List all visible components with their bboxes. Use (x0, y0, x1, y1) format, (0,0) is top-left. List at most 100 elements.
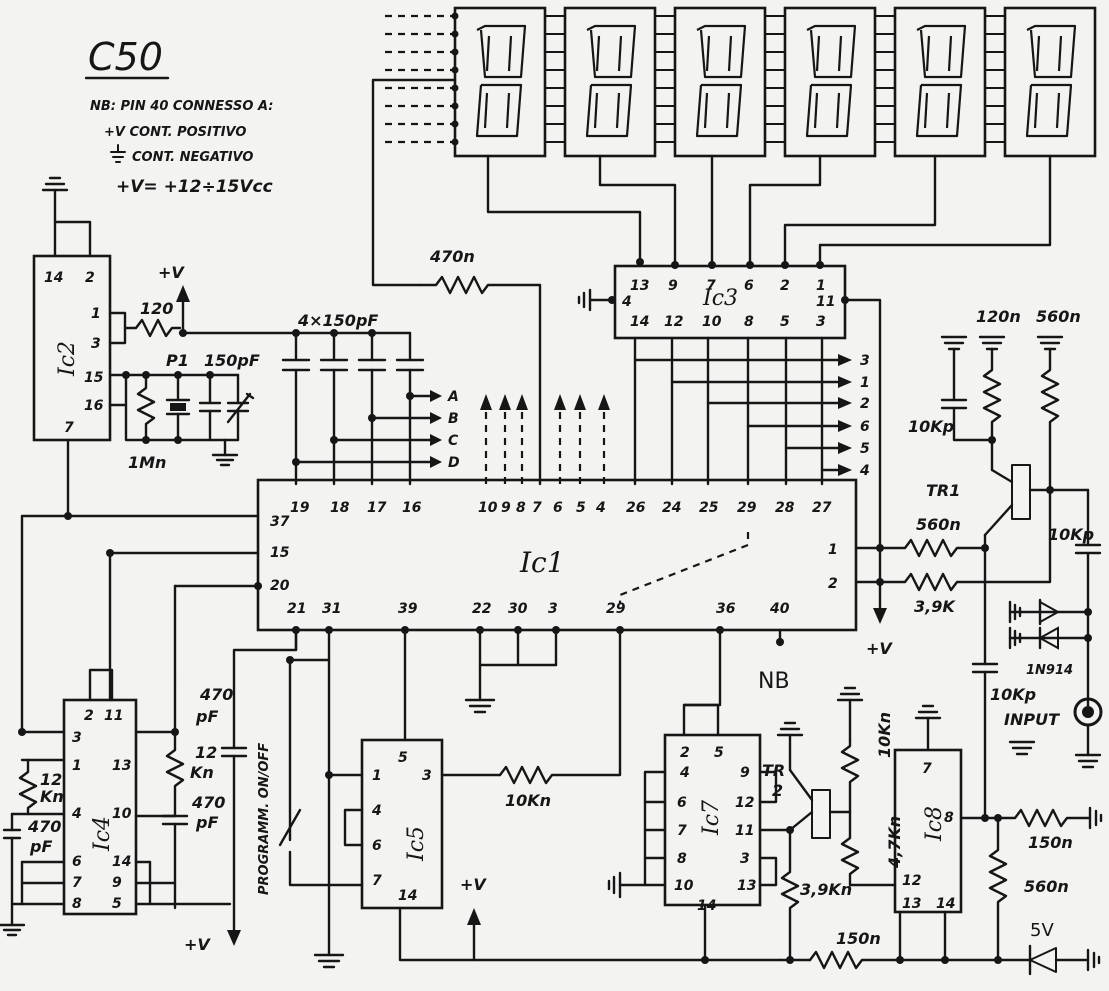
ic7-pin: 9 (740, 765, 750, 781)
display-segment-top (586, 24, 637, 79)
ic1-pin: 1 (828, 542, 838, 558)
ic1-top-dashed-outputs (480, 394, 610, 484)
ic1-pin: 36 (716, 601, 736, 617)
capacitor-bank-label: 4×150pF (297, 311, 378, 330)
ic2-body (32, 254, 112, 442)
ic1-pin: 3 (548, 601, 558, 617)
ic4-pin: 1 (72, 758, 82, 774)
ic3-pin: 6 (744, 278, 754, 294)
display-segment-inner (947, 35, 953, 72)
ic1-pin: 29 (737, 500, 757, 516)
capacitor-bank: 4×150pF A B C D (178, 311, 460, 486)
resistor-120-tr1-label: 120n (976, 307, 1021, 326)
resistor-1m-label: 1Mn (128, 453, 166, 472)
diodes-label: 1N914 (1026, 663, 1073, 678)
ic3-pin: 7 (706, 278, 716, 294)
ic7-pin-labels: 2 5 4 9 6 12 7 11 8 3 10 13 14 (674, 745, 756, 914)
ic1-pin: 28 (775, 500, 795, 516)
ic3-pin: 12 (664, 314, 683, 330)
display-segment-inner (813, 92, 819, 129)
ic7-body (663, 733, 762, 907)
transistor-tr2: TR 2 10Kn 4,7Kn 3,9Kn (762, 686, 904, 962)
display-digit-3 (673, 6, 767, 158)
resistor-12k-mid-unit: Kn (190, 763, 214, 782)
ic2-pin: 15 (84, 370, 104, 386)
ic1-output-arrow (480, 394, 492, 410)
resistor-10k-tr2-label: 10Kn (875, 712, 894, 758)
resistor-470: 470n (418, 247, 542, 486)
ic4-body (62, 698, 138, 916)
ic5-pin-labels: 5 1 3 4 6 7 14 (371, 750, 432, 904)
ic3-output-bus (633, 336, 852, 486)
display-segment-inner (705, 35, 711, 72)
ic3-pin: 8 (744, 314, 754, 330)
ic4-pin-labels: 2 11 3 1 13 4 10 6 14 7 9 8 5 (71, 708, 132, 912)
display-segment-bottom (1025, 83, 1073, 138)
resistor-560-ic8-label: 560n (1024, 877, 1069, 896)
ic8-pin-labels: 7 8 12 13 14 (902, 761, 955, 912)
ic1-pin: 16 (402, 500, 422, 516)
ic2-label: Ic2 (55, 341, 80, 377)
display-segment-inner (925, 35, 931, 72)
ic7-label: Ic7 (699, 800, 724, 836)
ic1-pin: 6 (553, 500, 563, 516)
display-segment-top (696, 24, 747, 79)
ic1-pin: 25 (699, 500, 719, 516)
display-segment-inner (595, 35, 601, 72)
ic1-pin: 22 (472, 601, 491, 617)
ic4-right-network: 12 Kn 470 pF (134, 678, 232, 910)
ic4-pin: 9 (112, 875, 122, 891)
ic1-pin: 31 (322, 601, 341, 617)
ic1-pin: 17 (367, 500, 387, 516)
tr1-label: TR1 (926, 481, 960, 500)
ic3-output-label: 3 (860, 353, 870, 369)
ic8-pin: 7 (922, 761, 932, 777)
ic8-label: Ic8 (922, 806, 947, 842)
ic2-pin7-wire (66, 438, 260, 518)
ic3-output-labels: 3 1 2 6 5 4 (859, 353, 870, 479)
note-line-2: +V CONT. POSITIVO (104, 125, 246, 140)
capacitor-470-left-unit: pF (29, 837, 52, 856)
ic7-pin: 6 (677, 795, 687, 811)
programm-switch: PROGRAMM. ON/OFF (257, 656, 331, 895)
ic8-wiring: 150n 560n 10Kp (898, 662, 1103, 962)
display-input-node (451, 84, 459, 92)
display-digit-2 (563, 6, 657, 158)
ic3-pin: 2 (780, 278, 790, 294)
ic5-pin: 4 (371, 803, 382, 819)
ic4-clock-wire (20, 514, 70, 734)
display-digit-6 (1003, 6, 1097, 158)
plus-v-rail-label: +V (460, 875, 487, 894)
note-line-3: CONT. NEGATIVO (132, 150, 253, 165)
ic3-pin: 10 (702, 314, 722, 330)
display-segment-inner (1035, 35, 1041, 72)
display-segment-inner (837, 35, 843, 72)
ic3-output-label: 4 (859, 463, 870, 479)
input-label: INPUT (1004, 710, 1060, 729)
display-segment-bottom (695, 83, 743, 138)
capacitor-470-mid-value: 470 (191, 793, 225, 812)
resistor-120-label: 120 (140, 299, 173, 318)
ic4-pin: 10 (112, 806, 132, 822)
ic2-pin: 3 (91, 336, 101, 352)
display-segment-inner (1055, 92, 1061, 129)
display-segment-bottom (805, 83, 853, 138)
ic1-output-arrow (598, 394, 610, 410)
ic3-pin: 9 (668, 278, 678, 294)
ic3-output-arrow (838, 376, 852, 388)
ic3-pin: 11 (816, 294, 835, 310)
zener-label: 5V (1030, 920, 1054, 941)
ic3-pin: 1 (816, 278, 826, 294)
ic2-pin: 16 (84, 398, 104, 414)
ic1-pin: 4 (595, 500, 606, 516)
display-segment-top (1026, 24, 1077, 79)
ic7-wiring (607, 703, 792, 962)
ic7-pin: 7 (677, 823, 687, 839)
ic1-pin: 10 (478, 500, 498, 516)
display-input-node (451, 30, 459, 38)
ic1-pin: 24 (662, 500, 681, 516)
ic7-pin: 3 (740, 851, 750, 867)
display-segment-top (476, 24, 527, 79)
ic1-pin: 29 (606, 601, 626, 617)
ic1-pin: 21 (287, 601, 306, 617)
